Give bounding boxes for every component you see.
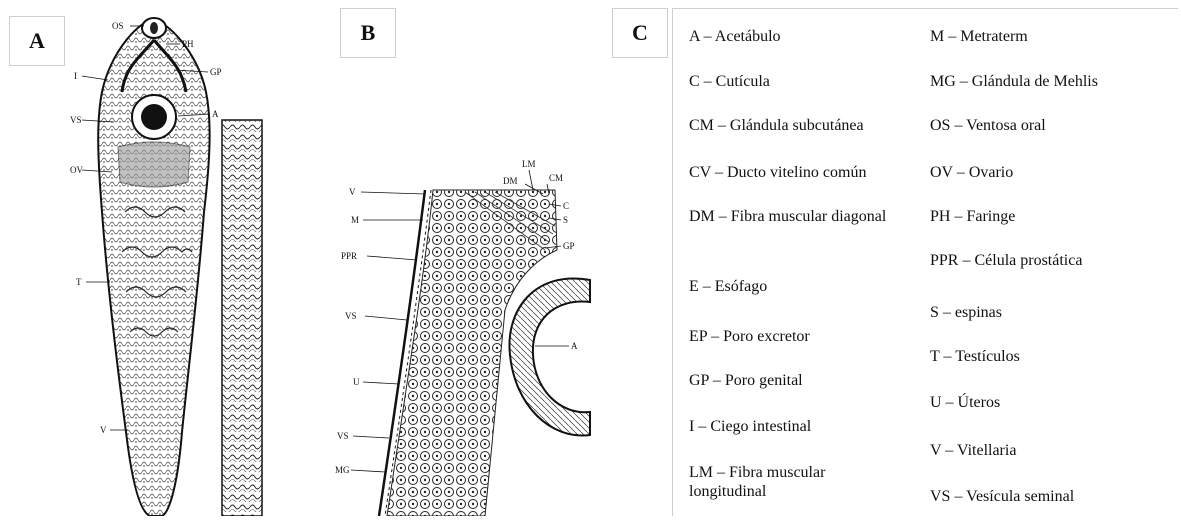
legend-item: OV – Ovario bbox=[930, 163, 1013, 182]
legend-item: EP – Poro excretor bbox=[689, 327, 810, 346]
legend-item: I – Ciego intestinal bbox=[689, 417, 811, 436]
fig-b-label-ppr: PPR bbox=[341, 251, 357, 261]
panel-label-c: C bbox=[612, 8, 668, 58]
legend-item: PH – Faringe bbox=[930, 207, 1015, 226]
fig-b-label-a: A bbox=[571, 341, 578, 351]
legend-item: U – Úteros bbox=[930, 393, 1000, 412]
fig-a-label-gp: GP bbox=[210, 67, 222, 77]
legend-item: OS – Ventosa oral bbox=[930, 116, 1046, 135]
legend-item: CV – Ducto vitelino común bbox=[689, 163, 866, 182]
figure-a-fluke-drawing: OS PH GP I VS A OV T V bbox=[70, 12, 302, 516]
fig-b-label-mg: MG bbox=[335, 465, 350, 475]
legend-item: MG – Glándula de Mehlis bbox=[930, 72, 1098, 91]
fig-a-label-i: I bbox=[74, 71, 77, 81]
legend-item: DM – Fibra muscular diagonal bbox=[689, 207, 889, 226]
fig-b-label-lm: LM bbox=[522, 159, 536, 169]
fig-a-label-vs: VS bbox=[70, 115, 82, 125]
fig-b-label-m: M bbox=[351, 215, 359, 225]
fig-a-label-v: V bbox=[100, 425, 107, 435]
fig-b-label-vs: VS bbox=[345, 311, 357, 321]
fig-a-label-os: OS bbox=[112, 21, 124, 31]
figure-b-section-drawing: LM CM DM C S GP V M PPR VS A U VS MG bbox=[335, 150, 595, 516]
fig-a-label-ph: PH bbox=[182, 39, 194, 49]
fig-b-label-cm: CM bbox=[549, 173, 563, 183]
legend-item: M – Metraterm bbox=[930, 27, 1028, 46]
fig-b-label-dm: DM bbox=[503, 176, 518, 186]
panel-label-b: B bbox=[340, 8, 396, 58]
fig-b-label-s: S bbox=[563, 215, 568, 225]
legend-item: CM – Glándula subcutánea bbox=[689, 116, 864, 135]
fig-a-label-t: T bbox=[76, 277, 82, 287]
figure-a-svg: OS PH GP I VS A OV T V bbox=[70, 12, 302, 516]
fig-b-label-vs-2: VS bbox=[337, 431, 349, 441]
legend-item: S – espinas bbox=[930, 303, 1002, 322]
fig-b-label-c: C bbox=[563, 201, 569, 211]
legend-item: V – Vitellaria bbox=[930, 441, 1016, 460]
legend-item: C – Cutícula bbox=[689, 72, 770, 91]
figure-b-svg: LM CM DM C S GP V M PPR VS A U VS MG bbox=[335, 150, 595, 516]
fig-b-label-v: V bbox=[349, 187, 356, 197]
legend-table: A – Acetábulo C – Cutícula CM – Glándula… bbox=[672, 8, 1178, 516]
panel-label-a: A bbox=[9, 16, 65, 66]
legend-item: A – Acetábulo bbox=[689, 27, 781, 46]
legend-item: GP – Poro genital bbox=[689, 371, 803, 390]
fluke-body-strip bbox=[222, 120, 262, 516]
legend-item: PPR – Célula prostática bbox=[930, 251, 1082, 270]
fig-b-label-u: U bbox=[353, 377, 360, 387]
legend-item: LM – Fibra muscular longitudinal bbox=[689, 463, 899, 501]
legend-item: E – Esófago bbox=[689, 277, 767, 296]
fig-a-label-a: A bbox=[212, 109, 219, 119]
fig-a-label-ov: OV bbox=[70, 165, 83, 175]
fig-b-label-gp: GP bbox=[563, 241, 575, 251]
acetabulum-section bbox=[509, 278, 590, 435]
legend-item: T – Testículos bbox=[930, 347, 1020, 366]
legend-item: VS – Vesícula seminal bbox=[930, 487, 1074, 506]
